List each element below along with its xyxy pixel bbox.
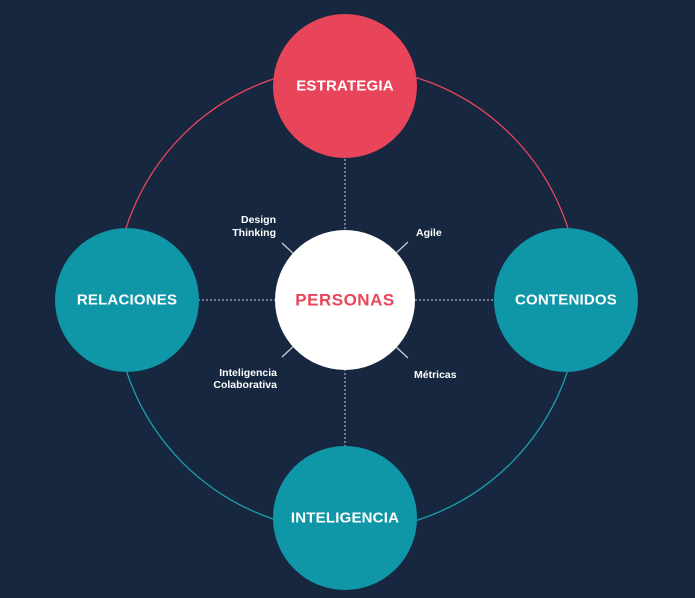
node-personas-label: PERSONAS xyxy=(295,291,394,310)
practice-inteligencia-colaborativa-line2: Colaborativa xyxy=(213,379,277,391)
node-inteligencia: INTELIGENCIA xyxy=(273,446,417,590)
practice-metricas-label: Métricas xyxy=(414,369,457,381)
node-personas: PERSONAS xyxy=(275,230,415,370)
node-contenidos-label: CONTENIDOS xyxy=(515,292,617,309)
practice-agile-label: Agile xyxy=(416,227,442,239)
node-relaciones: RELACIONES xyxy=(55,228,199,372)
node-contenidos-circle xyxy=(494,228,638,372)
practice-agile: Agile xyxy=(416,227,442,239)
node-inteligencia-label: INTELIGENCIA xyxy=(291,510,399,527)
node-estrategia: ESTRATEGIA xyxy=(273,14,417,158)
practice-design-thinking: Design Thinking xyxy=(232,214,276,239)
practice-inteligencia-colaborativa: Inteligencia Colaborativa xyxy=(213,367,277,391)
node-estrategia-label: ESTRATEGIA xyxy=(296,78,394,95)
node-inteligencia-circle xyxy=(273,446,417,590)
practice-design-thinking-line1: Design xyxy=(241,214,276,226)
spokes xyxy=(198,159,493,447)
node-contenidos: CONTENIDOS xyxy=(494,228,638,372)
node-relaciones-circle xyxy=(55,228,199,372)
node-estrategia-circle xyxy=(273,14,417,158)
practice-metricas: Métricas xyxy=(414,369,457,381)
node-personas-circle xyxy=(275,230,415,370)
practice-inteligencia-colaborativa-line1: Inteligencia xyxy=(219,367,277,379)
node-relaciones-label: RELACIONES xyxy=(77,292,177,309)
practice-design-thinking-line2: Thinking xyxy=(232,227,276,239)
